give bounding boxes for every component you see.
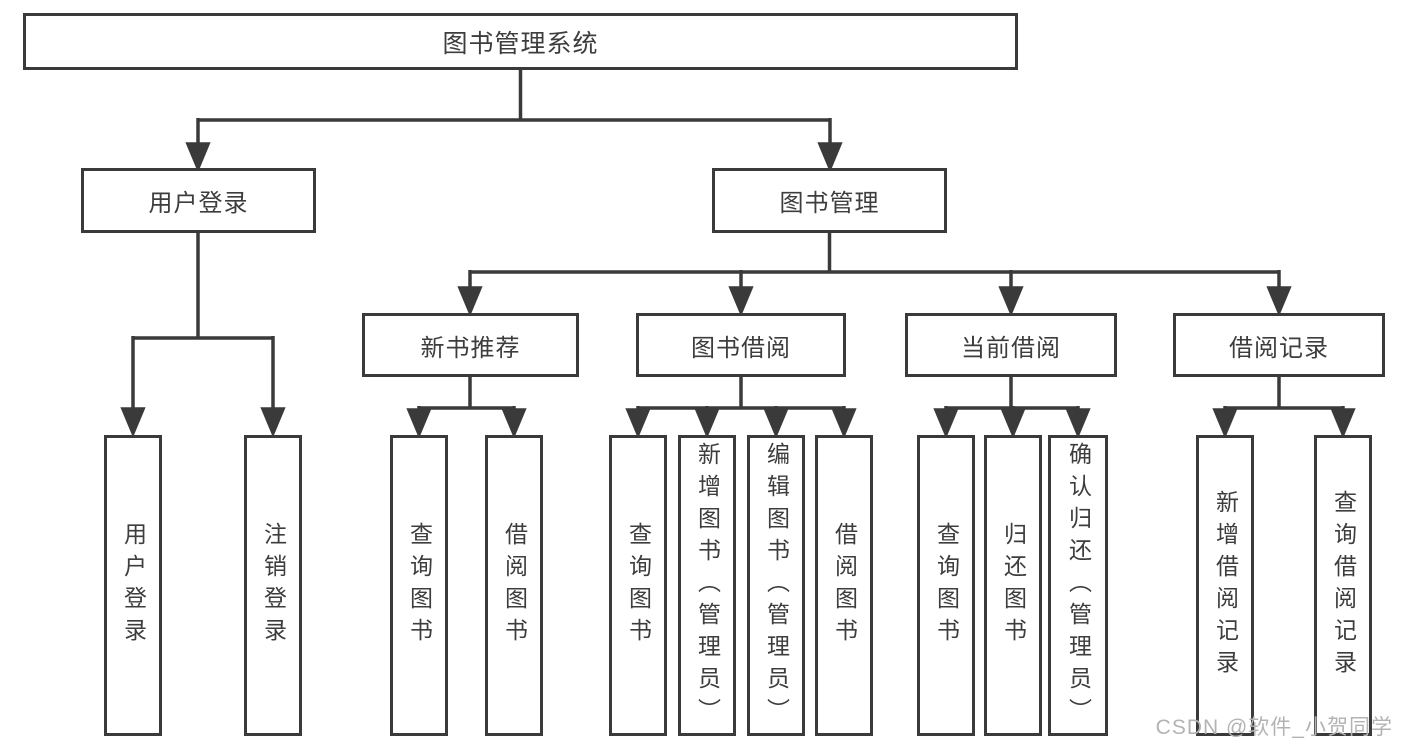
- arrowhead-leaf-logout: [260, 407, 286, 438]
- node-label: 查询图书: [625, 521, 652, 650]
- node-label: 查询借阅记录: [1330, 489, 1357, 682]
- node-label: 用户登录: [120, 521, 147, 650]
- leaf-logout: 注销登录: [244, 435, 302, 736]
- connector-current-borrow-children: [933, 377, 1091, 439]
- csdn-watermark: CSDN @软件_小贺同学: [1155, 716, 1393, 739]
- node-label: 归还图书: [1000, 521, 1027, 650]
- leaf-edit-book-admin: 编辑图书（管理员）: [747, 435, 805, 736]
- arrowhead-leaf-user-login: [120, 407, 146, 438]
- node-label: 新增借阅记录: [1212, 489, 1239, 682]
- connector-book-borrow-children: [625, 377, 857, 439]
- node-label: 图书借阅: [691, 334, 791, 362]
- node-label: 新增图书（管理员）: [694, 441, 721, 730]
- leaf-borrow-books: 借阅图书: [815, 435, 873, 736]
- leaf-query-books-recommend: 查询图书: [390, 435, 448, 736]
- leaf-return-book: 归还图书: [984, 435, 1042, 736]
- leaf-add-book-admin: 新增图书（管理员）: [678, 435, 736, 736]
- node-label: 借阅图书: [501, 521, 528, 650]
- leaf-query-borrow-record: 查询借阅记录: [1314, 435, 1372, 736]
- node-book-management: 图书管理: [712, 168, 947, 233]
- node-borrow-records: 借阅记录: [1173, 313, 1385, 377]
- node-label: 注销登录: [260, 521, 287, 650]
- connector-borrow-records-children: [1212, 377, 1356, 439]
- arrowhead-borrow-records: [1266, 286, 1292, 317]
- node-user-login: 用户登录: [81, 168, 316, 233]
- connector-user-login-children: [120, 233, 286, 438]
- leaf-query-books-current: 查询图书: [917, 435, 975, 736]
- node-library-management-system: 图书管理系统: [23, 13, 1018, 70]
- leaf-add-borrow-record: 新增借阅记录: [1196, 435, 1254, 736]
- arrowhead-book-management: [817, 142, 843, 173]
- node-label: 当前借阅: [961, 334, 1061, 362]
- node-current-borrow: 当前借阅: [905, 313, 1117, 377]
- node-label: 编辑图书（管理员）: [763, 441, 790, 730]
- arrowhead-user-login: [185, 142, 211, 173]
- arrowhead-current-borrow: [998, 286, 1024, 317]
- connector-root-to-level2: [185, 70, 843, 173]
- node-label: 查询图书: [406, 521, 433, 650]
- leaf-query-books-borrow: 查询图书: [609, 435, 667, 736]
- node-label: 借阅记录: [1229, 334, 1329, 362]
- arrowhead-book-borrow: [728, 286, 754, 317]
- node-label: 查询图书: [933, 521, 960, 650]
- node-new-book-recommend: 新书推荐: [362, 313, 579, 377]
- node-label: 确认归还（管理员）: [1065, 441, 1092, 730]
- node-label: 借阅图书: [831, 521, 858, 650]
- node-book-borrow: 图书借阅: [636, 313, 846, 377]
- connector-book-management-children: [457, 233, 1292, 317]
- leaf-user-login: 用户登录: [104, 435, 162, 736]
- leaf-borrow-books-recommend: 借阅图书: [485, 435, 543, 736]
- connector-new-book-recommend-children: [406, 377, 527, 439]
- node-label: 图书管理系统: [442, 29, 599, 58]
- node-label: 用户登录: [148, 190, 249, 217]
- arrowhead-new-book-recommend: [457, 286, 483, 317]
- node-label: 图书管理: [779, 190, 880, 217]
- node-label: 新书推荐: [420, 334, 521, 362]
- leaf-confirm-return-admin: 确认归还（管理员）: [1048, 435, 1108, 736]
